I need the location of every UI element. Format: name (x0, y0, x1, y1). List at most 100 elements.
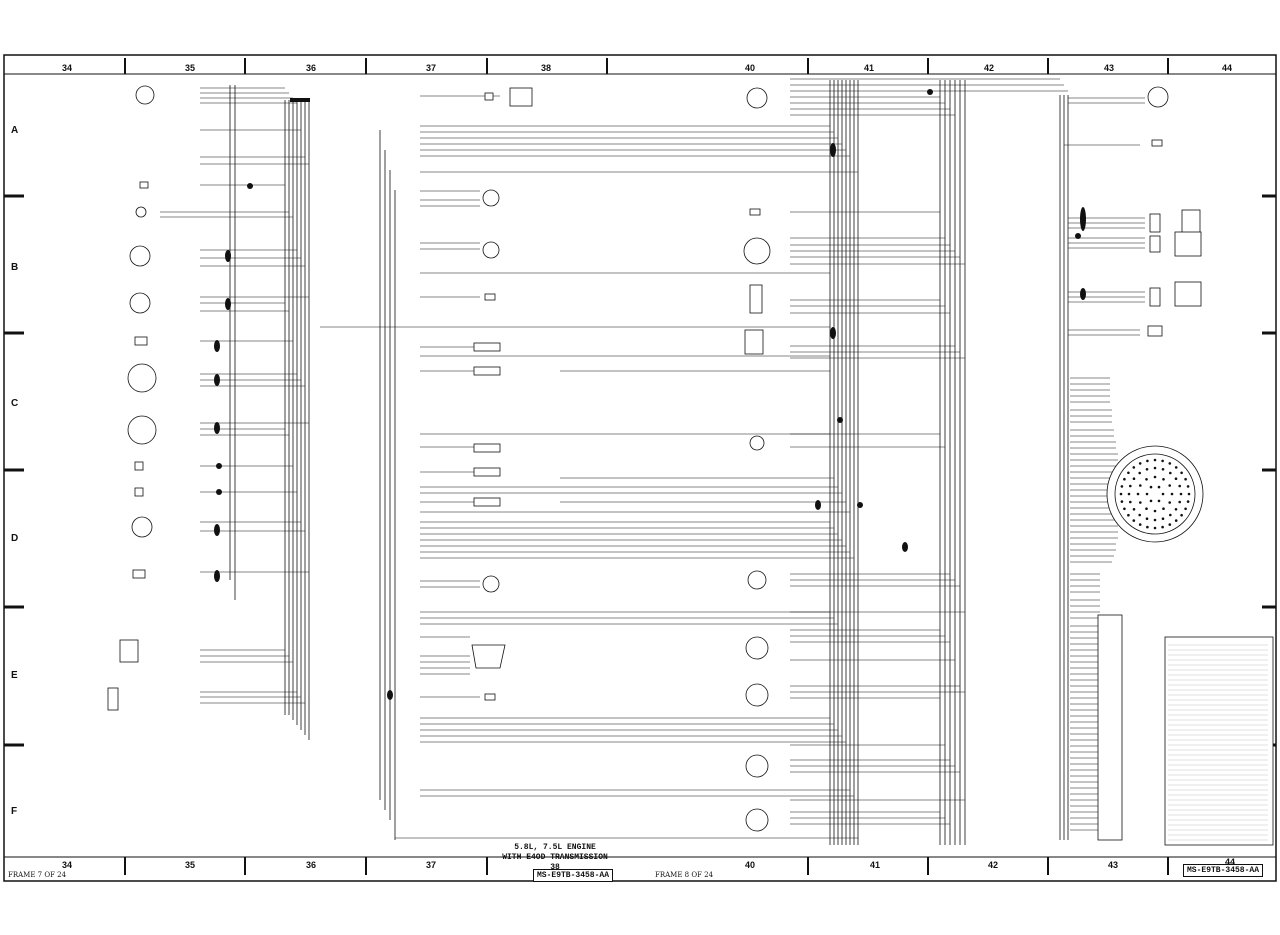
connector-icon (745, 636, 769, 660)
connector-icon (471, 644, 506, 669)
connector-icon (132, 569, 146, 579)
connector-icon (484, 293, 496, 301)
connector-icon (484, 693, 496, 701)
grid-col-bottom: 43 (1108, 860, 1119, 870)
grid-row: C (11, 398, 19, 409)
bottom-ticks (124, 857, 1169, 875)
top-ticks (124, 58, 1169, 74)
sheet-border (3, 54, 1277, 882)
connector-icon (134, 487, 144, 497)
connector-icon (1147, 86, 1169, 108)
grid-row: E (11, 670, 18, 681)
harness-pin (1180, 513, 1183, 517)
grid-col-bottom: 42 (988, 860, 999, 870)
grid-col-top: 41 (864, 63, 875, 73)
harness-pin (1168, 523, 1172, 526)
grid-col-bottom: 40 (745, 860, 756, 870)
harness-pin (1186, 485, 1190, 488)
harness-pin (1127, 492, 1131, 496)
grid-col-top: 34 (62, 63, 73, 73)
harness-pin (1139, 484, 1142, 487)
grid-col-bottom: 34 (62, 860, 73, 870)
harness-pin (1132, 466, 1136, 469)
harness-pin (1162, 478, 1165, 481)
harness-pin (1145, 468, 1149, 471)
harness-pin (1123, 507, 1126, 511)
harness-pin (1120, 500, 1124, 503)
connector-icon (745, 683, 769, 707)
harness-pin (1179, 492, 1183, 496)
far-right-devices (1097, 86, 1204, 841)
legend-box (1164, 636, 1274, 846)
harness-pin (1129, 484, 1132, 488)
harness-pin (1170, 492, 1174, 496)
harness-pin (1127, 513, 1130, 517)
harness-pin (1184, 507, 1187, 511)
wires (160, 78, 1145, 839)
harness-pin (1145, 507, 1148, 511)
relay-icon (509, 87, 533, 107)
connector-icon (482, 189, 500, 207)
pin-fanout (1070, 377, 1118, 831)
grid-row: D (11, 533, 19, 544)
grid-col-bottom: 37 (426, 860, 437, 870)
left-connectors (107, 85, 157, 711)
harness-pin (1145, 478, 1148, 481)
harness-pin (1153, 526, 1157, 530)
connector-icon (749, 284, 763, 314)
connector-icon (1151, 139, 1163, 147)
harness-pin (1132, 519, 1136, 522)
connector-icon (134, 461, 144, 471)
harness-pin (1161, 517, 1165, 520)
harness-pin (1153, 458, 1157, 462)
connector-icon (743, 237, 771, 265)
harness-pin (1120, 485, 1124, 488)
connector-icon (1149, 287, 1161, 307)
harness-pin (1186, 500, 1190, 503)
harness-pin (1123, 477, 1126, 481)
harness-pin (1161, 468, 1165, 471)
doc-number-left: MS-E9TB-3458-AA (533, 869, 614, 882)
harness-pin (1169, 513, 1172, 517)
harness-connector-icon (1106, 445, 1204, 543)
harness-pin (1145, 492, 1149, 496)
connector-icon (134, 336, 148, 346)
grid-col-top: 37 (426, 63, 437, 73)
title-line-2: WITH E4OD TRANSMISSION (502, 853, 608, 862)
harness-pin (1132, 508, 1136, 511)
harness-pin (1169, 471, 1172, 475)
connector-icon (129, 292, 151, 314)
harness-pin (1161, 525, 1164, 529)
harness-pin (1139, 501, 1142, 504)
harness-pin (1145, 517, 1149, 520)
connector-icon (482, 575, 500, 593)
harness-pin (1174, 477, 1178, 481)
frame-label-right: FRAME 8 OF 24 (655, 871, 714, 879)
harness-pin (1180, 471, 1183, 475)
grid-col-bottom: 36 (306, 860, 317, 870)
harness-pin (1161, 492, 1165, 496)
connector-icon (135, 206, 147, 218)
harness-pin (1153, 509, 1157, 513)
harness-trunks (229, 80, 1069, 845)
harness-pin (1127, 471, 1130, 475)
harness-pin (1146, 525, 1149, 529)
frame-label-left: FRAME 7 OF 24 (8, 871, 67, 879)
grid-row: B (11, 262, 19, 273)
right-connectors (743, 87, 771, 832)
harness-pin (1168, 484, 1171, 487)
connector-icon (107, 687, 119, 711)
connector-icon (127, 363, 157, 393)
connector-icon (1147, 325, 1163, 337)
connector-icon (127, 415, 157, 445)
grid-row: F (11, 806, 18, 817)
harness-pin (1138, 513, 1141, 517)
connector-icon (749, 208, 761, 216)
harness-connector-icon (1097, 614, 1123, 841)
harness-pin (1168, 501, 1171, 504)
connector-icon (482, 241, 500, 259)
splice-dots (214, 89, 1086, 700)
harness-pin (1138, 471, 1141, 475)
mid-connectors (471, 87, 533, 701)
